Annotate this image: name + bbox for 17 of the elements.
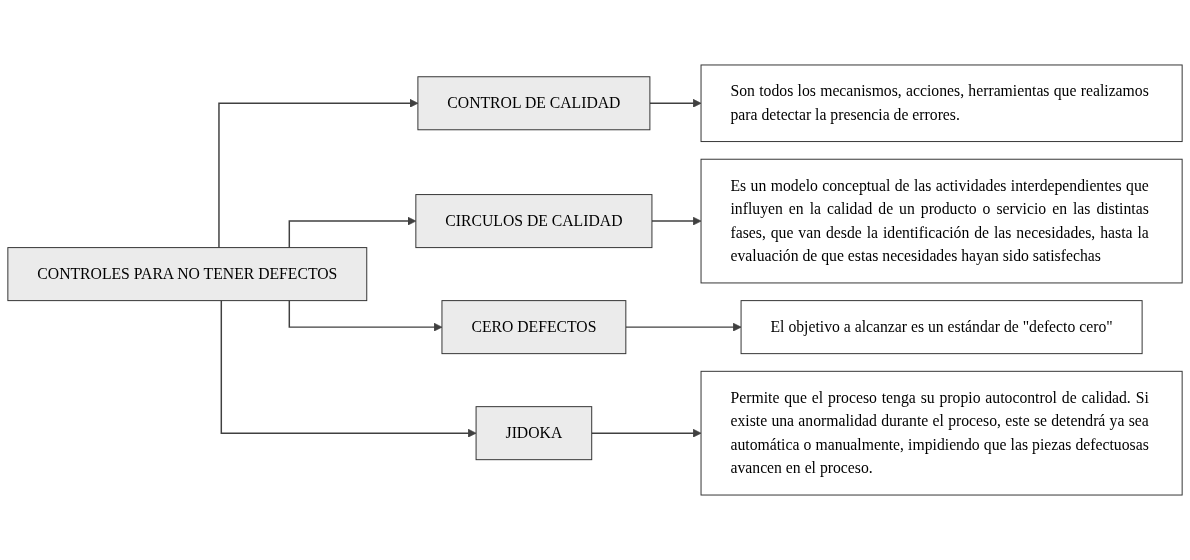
arrow bbox=[288, 299, 443, 332]
node-box: CONTROLES PARA NO TENER DEFECTOS bbox=[7, 247, 368, 302]
arrow bbox=[651, 216, 702, 226]
arrow bbox=[625, 322, 742, 332]
node-box: Son todos los mecanismos, acciones, herramientas que realizamos para detectar la presencia de errores. bbox=[700, 64, 1183, 143]
arrow bbox=[591, 428, 702, 438]
node-box: CONTROL DE CALIDAD bbox=[417, 76, 651, 131]
node-box: JIDOKA bbox=[475, 406, 593, 461]
node-box: Permite que el proceso tenga su propio autocontrol de calidad. Si existe una anormalidad durante el proceso, este se detendrá ya sea automática o manualmente, impidiendo que las piezas defectuosas avancen en el proceso. bbox=[700, 370, 1183, 496]
node-box: Es un modelo conceptual de las actividades interdependientes que influyen en la calidad de un producto o servicio en las distintas fases, que van desde la identificación de las necesidades, hasta la evaluación de que estas necesidades hayan sido satisfechas bbox=[700, 158, 1183, 284]
arrow bbox=[218, 98, 419, 249]
arrow bbox=[649, 98, 702, 108]
node-box: CIRCULOS DE CALIDAD bbox=[415, 194, 653, 249]
arrow bbox=[288, 216, 417, 249]
node-box: CERO DEFECTOS bbox=[441, 300, 627, 355]
arrow bbox=[220, 299, 477, 438]
node-box: El objetivo a alcanzar es un estándar de "defecto cero" bbox=[740, 300, 1143, 355]
